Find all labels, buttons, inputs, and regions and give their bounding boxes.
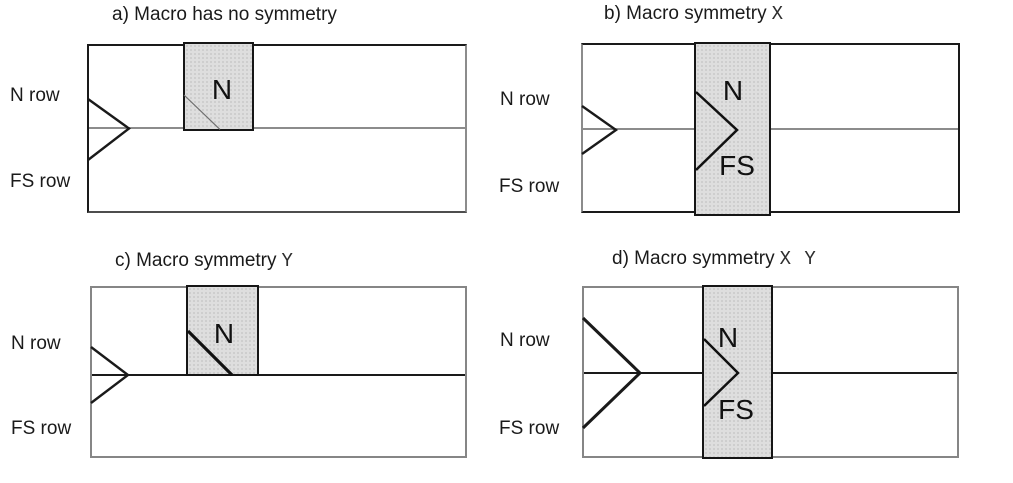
panel-b-n-row-label: N row [500, 89, 550, 110]
panel-d-n-row-label: N row [500, 330, 550, 351]
panel-d-title-symbol: X Y [779, 248, 817, 270]
panel-d-macro-label-n: N [717, 322, 739, 353]
panel-c-row-midline [92, 374, 465, 376]
panel-a-row-midline [89, 127, 465, 129]
panel-b-title-text: b) Macro symmetry [604, 3, 767, 24]
panel-c-n-row-label: N row [11, 333, 61, 354]
panel-c-fs-row-label: FS row [11, 418, 72, 439]
panel-a-macro-label-n: N [211, 74, 233, 105]
panel-a-n-row-label: N row [10, 85, 60, 106]
panel-c-title-symbol: Y [281, 250, 294, 272]
panel-d-macro-block [702, 285, 773, 459]
panel-a-title-text: a) Macro has no symmetry [112, 4, 337, 25]
panel-b-title-symbol: X [771, 3, 784, 25]
panel-b-fs-row-label: FS row [499, 176, 560, 197]
panel-b-macro-label-n: N [722, 75, 744, 106]
panel-d-fs-row-label: FS row [499, 418, 560, 439]
panel-c-title-text: c) Macro symmetry [115, 250, 277, 271]
panel-d-macro-label-fs: FS [718, 394, 754, 425]
panel-b-macro-label-fs: FS [719, 150, 755, 181]
panel-b-macro-block [694, 42, 771, 216]
panel-d-title-text: d) Macro symmetry [612, 248, 775, 269]
panel-a-fs-row-label: FS row [10, 171, 71, 192]
panel-c-macro-label-n: N [213, 318, 235, 349]
panel-c-row-region [90, 286, 467, 458]
panel-a-title: a) Macro has no symmetry [112, 4, 342, 26]
